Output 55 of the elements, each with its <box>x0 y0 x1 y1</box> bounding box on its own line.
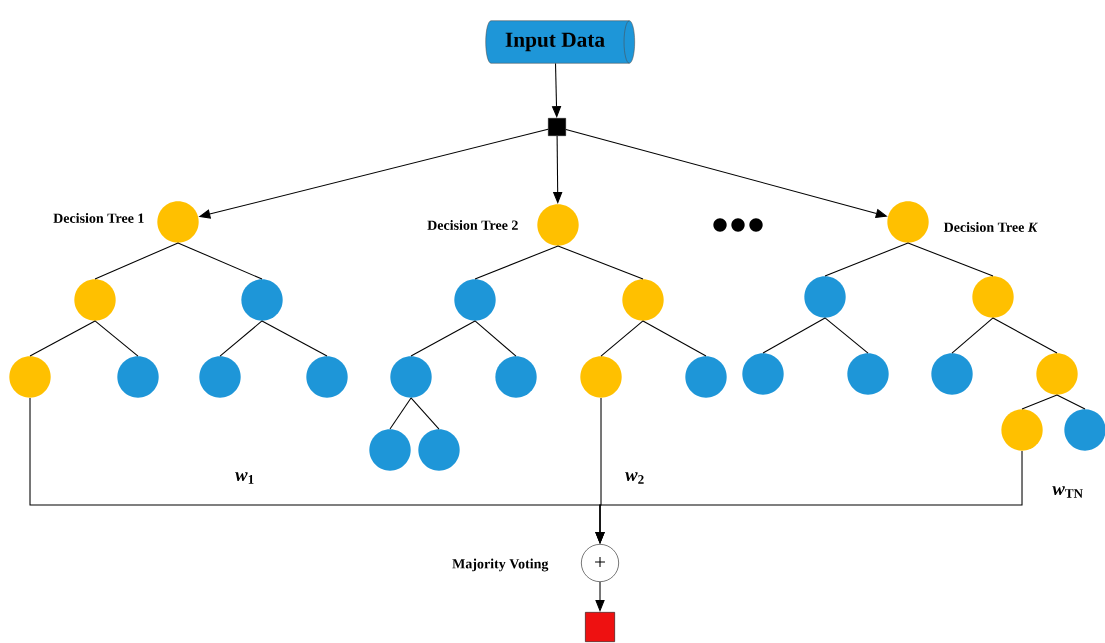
tree-node-circle <box>537 204 579 246</box>
tree-node-circle <box>931 353 973 395</box>
branch-line <box>177 242 263 280</box>
branch-line <box>474 245 559 280</box>
tree-node-circle <box>847 353 889 395</box>
tree-node-circle <box>1036 353 1078 395</box>
tree-node-circle <box>972 276 1014 318</box>
data-cylinder: Input Data <box>485 20 635 64</box>
branch-line <box>410 320 476 357</box>
branch-line <box>907 242 994 277</box>
branch-line <box>389 397 412 430</box>
tree-node-circle <box>306 356 348 398</box>
tree-node-circle <box>495 356 537 398</box>
branch-line <box>219 320 263 357</box>
branch-line <box>992 317 1058 354</box>
output-square <box>585 612 615 642</box>
branch-line <box>1056 394 1086 410</box>
tree-node-circle <box>199 356 241 398</box>
tree-node-circle <box>1001 409 1043 451</box>
tree-node-circle <box>804 276 846 318</box>
tree-node-circle <box>9 356 51 398</box>
tree-node-circle <box>622 279 664 321</box>
tree-node-circle <box>685 356 727 398</box>
branch-line <box>410 397 440 430</box>
tree-node-circle <box>390 356 432 398</box>
branch-line <box>261 320 328 357</box>
edge-label: w$_{2}$ <box>625 472 644 484</box>
node-caption: Majority Voting <box>452 558 549 572</box>
tree-node-circle <box>74 279 116 321</box>
tree-node-circle <box>117 356 159 398</box>
tree-node-circle <box>369 429 411 471</box>
branch-line <box>600 320 644 357</box>
tree-node-circle <box>454 279 496 321</box>
edge-label: w$_{1}$ <box>235 472 254 484</box>
branch-line <box>94 320 139 357</box>
tree-node-circle <box>157 201 199 243</box>
branch-line <box>94 242 179 280</box>
branch-line <box>474 320 517 357</box>
edge-label: w$_{TN}$ <box>1052 486 1083 498</box>
branch-line <box>642 320 707 357</box>
branch-line <box>557 245 644 280</box>
branch-line <box>762 317 826 354</box>
tree-node-circle <box>580 356 622 398</box>
node-caption: Decision Tree K <box>943 222 1038 232</box>
branch-line <box>29 320 96 357</box>
branch-line <box>1021 394 1058 410</box>
tree-node-circle <box>887 201 929 243</box>
tree-node-circle <box>241 279 283 321</box>
node-caption: Decision Tree 1 <box>53 213 144 223</box>
branch-line <box>951 317 994 354</box>
branch-line <box>824 317 869 354</box>
tree-node-circle <box>742 353 784 395</box>
tree-node-circle <box>418 429 460 471</box>
node-caption: Decision Tree 2 <box>427 220 518 230</box>
branch-line <box>824 242 909 277</box>
